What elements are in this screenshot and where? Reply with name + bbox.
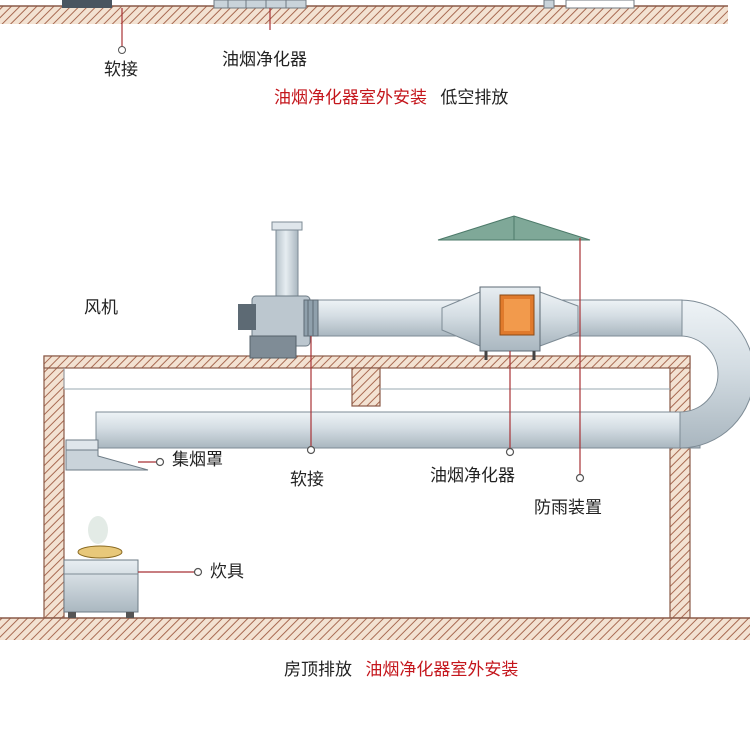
roof-slab [43, 355, 691, 369]
left-wall [43, 355, 65, 619]
interior-duct [95, 411, 701, 449]
stove-body [63, 559, 139, 613]
top-caption-highlight: 油烟净化器室外安装 [274, 88, 427, 108]
label-purifier: 油烟净化器 [430, 466, 515, 486]
top-caption: 油烟净化器室外安装 低空排放 [274, 90, 508, 107]
roof-beam [351, 367, 381, 407]
right-wall [669, 355, 691, 619]
label-rain-cover: 防雨装置 [534, 498, 602, 518]
bottom-caption-highlight: 油烟净化器室外安装 [365, 660, 519, 680]
label-stove: 炊具 [210, 562, 244, 582]
bottom-caption-plain: 房顶排放 [284, 660, 352, 680]
bottom-caption: 房顶排放 油烟净化器室外安装 [284, 662, 518, 679]
top-ground-hatch [0, 6, 728, 24]
label-hood: 集烟罩 [172, 450, 223, 470]
top-equipment-fragment-right [543, 0, 555, 9]
cooking-pot [77, 545, 123, 559]
label-fan: 风机 [84, 298, 118, 318]
pointer-lines [138, 238, 585, 577]
soft-joint [303, 299, 319, 337]
top-equipment-fragment-left [62, 0, 112, 8]
top-panel [0, 0, 728, 54]
bottom-panel [0, 215, 750, 640]
fan-motor [249, 335, 297, 359]
top-caption-rest: 低空排放 [440, 88, 509, 108]
cooking-steam [88, 516, 108, 544]
label-soft-joint: 软接 [290, 470, 324, 490]
top-equipment-fragment-mid [213, 0, 307, 9]
duct-u-bend [679, 299, 750, 449]
top-label-purifier: 油烟净化器 [222, 50, 307, 70]
smoke-hood [65, 447, 149, 471]
top-label-soft-joint: 软接 [104, 60, 138, 80]
floor-hatch [0, 618, 750, 640]
